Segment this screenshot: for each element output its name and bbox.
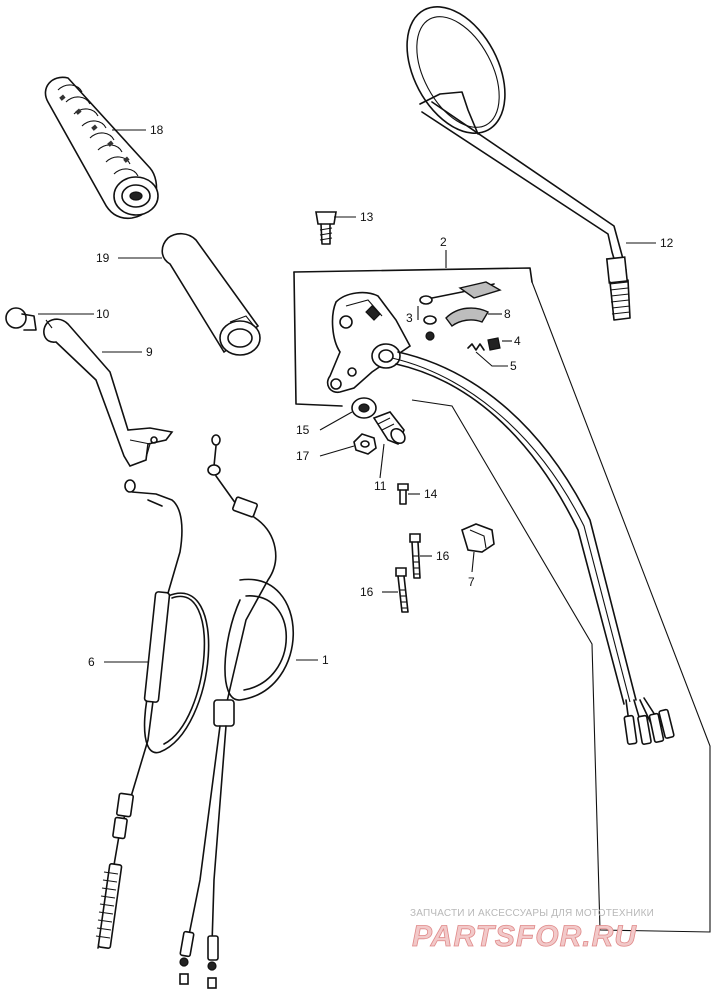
leader-lines <box>38 129 656 663</box>
watermark: ЗАПЧАСТИ И АКСЕССУАРЫ ДЛЯ МОТОТЕХНИКИ PA… <box>410 908 654 953</box>
callout-19: 19 <box>96 251 110 265</box>
watermark-caption: ЗАПЧАСТИ И АКСЕССУАРЫ ДЛЯ МОТОТЕХНИКИ <box>410 908 654 919</box>
part-washer-15 <box>351 397 377 419</box>
callout-2: 2 <box>440 235 447 249</box>
callout-18: 18 <box>150 123 164 137</box>
callout-8: 8 <box>504 307 511 321</box>
part-switch-ball-4 <box>487 337 501 351</box>
part-throttle-sleeve-19 <box>161 232 261 356</box>
callout-7: 7 <box>468 575 475 589</box>
part-mirror-12 <box>406 6 631 321</box>
part-grip-18 <box>44 76 159 220</box>
watermark-brand: PARTSFOR.RU <box>412 920 637 953</box>
callout-10: 10 <box>96 307 110 321</box>
part-screw-13 <box>315 211 337 245</box>
callout-11: 11 <box>374 479 387 493</box>
callout-16-lower: 16 <box>360 585 374 599</box>
part-long-screw-16a <box>409 533 421 579</box>
callout-3: 3 <box>406 311 413 325</box>
callout-17: 17 <box>296 449 310 463</box>
part-switch-assembly-2 <box>293 267 711 933</box>
callout-5: 5 <box>510 359 517 373</box>
callout-16-upper: 16 <box>436 549 450 563</box>
callout-13: 13 <box>360 210 374 224</box>
part-switch-spring-5 <box>467 343 485 351</box>
part-switch-cam-8 <box>445 307 489 327</box>
part-long-screw-16b <box>395 567 409 613</box>
callout-9: 9 <box>146 345 153 359</box>
part-pivot-bolt-11 <box>372 411 406 446</box>
callout-labels: 18 19 10 9 13 2 12 3 8 4 5 15 17 11 14 1… <box>88 123 674 669</box>
part-cable-1 <box>179 434 294 989</box>
callout-15: 15 <box>296 423 310 437</box>
callout-1: 1 <box>322 653 329 667</box>
callout-4: 4 <box>514 334 521 348</box>
part-clamp-7 <box>461 523 495 553</box>
callout-12: 12 <box>660 236 674 250</box>
part-switch-contact-3 <box>419 281 502 341</box>
callout-6: 6 <box>88 655 95 669</box>
part-lever-9 <box>5 307 174 467</box>
part-screw-14 <box>397 483 409 505</box>
part-nut-17 <box>353 433 377 455</box>
callout-14: 14 <box>424 487 438 501</box>
part-cable-6 <box>95 479 210 949</box>
